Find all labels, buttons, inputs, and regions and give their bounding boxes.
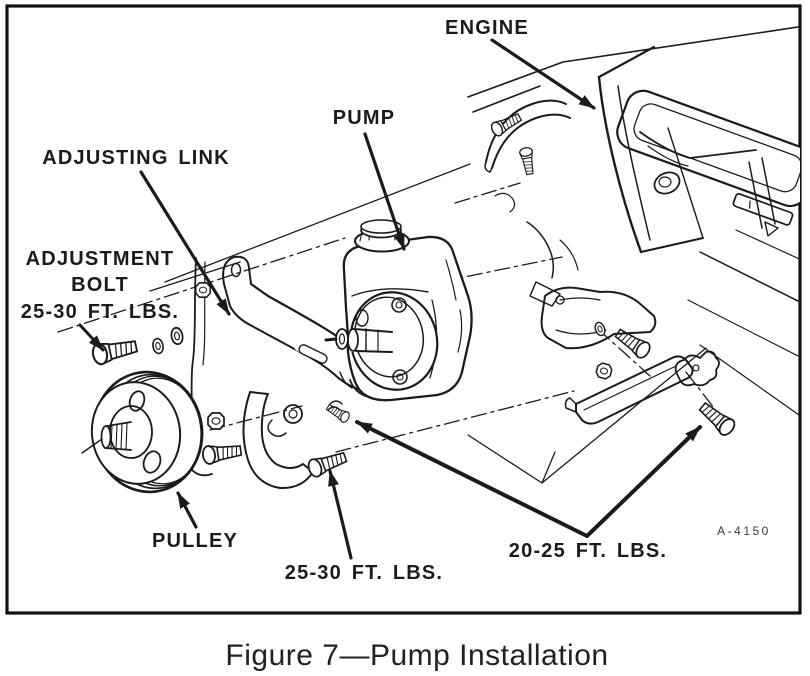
label-pivot-bolt-torque: 25-30 FT. LBS.	[284, 562, 444, 584]
drawing-code: A-4150	[717, 524, 771, 538]
label-pump: PUMP	[332, 107, 396, 129]
leader-arrows	[78, 38, 702, 560]
figure-border	[5, 4, 802, 615]
engine-block	[467, 25, 800, 417]
figure-caption: Figure 7—Pump Installation	[225, 639, 609, 672]
support-strut	[564, 355, 694, 425]
label-adjustment-bolt-line2: BOLT	[71, 274, 129, 297]
label-bracket-bolts-torque: 20-25 FT. LBS.	[508, 540, 668, 562]
label-adjusting-link: ADJUSTING LINK	[42, 147, 230, 169]
label-engine: ENGINE	[445, 17, 529, 39]
pulley-part	[81, 370, 204, 494]
power-steering-pump	[324, 219, 473, 402]
retaining-clip	[674, 350, 720, 387]
label-pulley: PULLEY	[151, 530, 239, 552]
label-adjustment-bolt-line1: ADJUSTMENT	[25, 248, 175, 270]
pump-mounting-bracket	[540, 286, 657, 350]
fasteners	[90, 109, 739, 480]
label-adjustment-bolt-torque: 25-30 FT. LBS.	[20, 300, 180, 323]
projection-v-lines	[467, 347, 707, 484]
label-adjustment-bolt: ADJUSTMENT BOLT 25-30 FT. LBS.	[21, 246, 179, 325]
